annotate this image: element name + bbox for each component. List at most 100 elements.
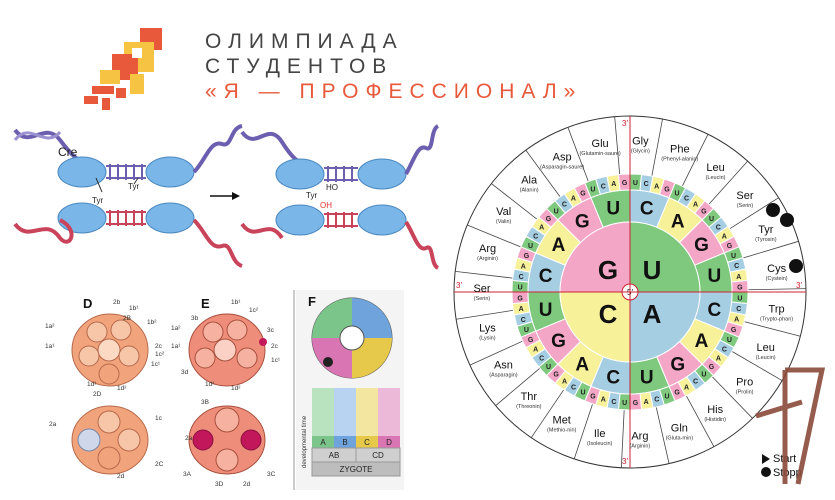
cell-label: 3d <box>181 369 189 376</box>
tyr-label-bottom: Tyr <box>306 191 317 200</box>
amino-acid-abbr: Pro <box>736 377 753 389</box>
amino-acid-abbr: Leu <box>706 162 724 174</box>
ring3-base-letter: A <box>722 233 727 240</box>
ring2-base-letter: C <box>640 199 654 220</box>
ring3-base-letter: U <box>528 243 533 250</box>
ring3-base-letter: U <box>580 389 585 396</box>
ring2-base-letter: A <box>695 331 709 352</box>
zygote-label: ZYGOTE <box>340 465 373 474</box>
ring3-base-letter: G <box>701 208 707 215</box>
ring3-base-letter: G <box>517 295 523 302</box>
cell-label: 1b² <box>147 319 157 326</box>
embryo-e-top <box>188 313 267 387</box>
ring3-base-letter: G <box>674 389 680 396</box>
amino-acid-name: (Glycin) <box>631 148 650 154</box>
prime-label: 3′ <box>622 457 628 466</box>
ring3-base-letter: C <box>644 181 649 188</box>
wheel-divider <box>731 351 783 381</box>
cell-label: 3C <box>267 471 276 478</box>
cell-label: 3c <box>267 327 275 334</box>
amino-acid-abbr: Met <box>553 414 571 426</box>
cell-label: 1b¹ <box>129 305 139 312</box>
ring2-base-letter: A <box>575 355 589 376</box>
wheel-divider <box>573 403 593 460</box>
stop-marker-icon <box>780 213 794 227</box>
wheel-divider <box>651 118 663 177</box>
wheel-divider <box>655 406 670 464</box>
amino-acid-abbr: Gly <box>632 135 649 147</box>
ring3-base-letter: G <box>524 253 530 260</box>
cell-label: 2c <box>271 343 279 350</box>
ring3-base-letter: U <box>518 285 523 292</box>
cell-label: 3B <box>201 399 209 406</box>
prime-label: 3′ <box>622 119 628 128</box>
wheel-divider <box>620 409 625 468</box>
amino-acid-abbr: Trp <box>769 303 785 315</box>
olympiad-subtitle: СТУДЕНТОВ <box>205 55 394 78</box>
ring3-base-letter: A <box>684 384 689 391</box>
arrow-right-icon <box>210 192 240 200</box>
ring3-base-letter: G <box>633 400 639 407</box>
cell-label: 1a¹ <box>45 343 55 350</box>
amino-acid-name: (Tyrosin) <box>755 237 777 243</box>
amino-acid-name: (Valin) <box>496 219 512 225</box>
amino-acid-name: (Alanin) <box>520 188 539 194</box>
ring3-base-letter: C <box>736 306 741 313</box>
ring3-base-letter: U <box>737 295 742 302</box>
prime-label: 3′ <box>796 281 802 290</box>
lineage-d: D <box>386 438 392 447</box>
ring3-base-letter: A <box>601 397 606 404</box>
ring2-base-letter: U <box>707 266 721 287</box>
inner-base-letter: A <box>643 299 662 329</box>
cell-label: 2b <box>113 299 121 306</box>
wheel-divider <box>530 389 565 438</box>
ring2-base-letter: G <box>670 355 685 376</box>
ring2-base-letter: G <box>694 235 709 256</box>
ring2-base-letter: G <box>575 211 590 232</box>
amino-acid-name: (Prolin) <box>736 390 754 396</box>
ring3-base-letter: G <box>553 372 559 379</box>
cell-label: 2D <box>93 391 102 398</box>
ring2-base-letter: U <box>606 199 620 220</box>
ring3-base-letter: C <box>716 224 721 231</box>
amino-acid-abbr: Gln <box>671 423 688 435</box>
amino-acid-name: (Threonin) <box>516 404 542 410</box>
logo <box>72 20 182 120</box>
ring3-base-letter: A <box>539 224 544 231</box>
lineage-panel-f: F developmental time A B C D AB CD ZYGOT… <box>293 290 404 490</box>
ring3-base-letter: U <box>674 191 679 198</box>
stop-marker-icon <box>789 259 803 273</box>
ring3-base-letter: G <box>737 285 743 292</box>
amino-acid-name: (Glutamin-saure) <box>579 151 620 157</box>
ring2-base-letter: A <box>552 235 566 256</box>
ring3-base-letter: U <box>665 394 670 401</box>
ring3-base-letter: U <box>633 180 638 187</box>
ring3-base-letter: C <box>519 274 524 281</box>
wheel-divider <box>742 240 799 259</box>
embryo-d-top <box>71 313 149 387</box>
ring3-base-letter: A <box>571 196 576 203</box>
stop-marker-icon <box>761 467 771 477</box>
ring3-base-letter: G <box>528 337 534 344</box>
olympiad-title: ОЛИМПИАДА <box>205 30 404 53</box>
ring3-base-letter: C <box>601 183 606 190</box>
ring3-base-letter: C <box>539 356 544 363</box>
ring2-base-letter: C <box>539 266 553 287</box>
inner-base-letter: U <box>643 255 662 285</box>
ring2-base-letter: U <box>539 300 553 321</box>
cell-label: 2d <box>243 481 251 488</box>
amino-acid-name: (Lysin) <box>479 336 495 342</box>
wheel-divider <box>685 395 715 447</box>
inner-base-letter: C <box>599 299 618 329</box>
ring3-base-letter: G <box>546 216 552 223</box>
cell-label: 1a¹ <box>171 343 181 350</box>
ring3-base-letter: G <box>664 186 670 193</box>
ring3-base-letter: U <box>590 186 595 193</box>
cell-label: 2C <box>155 461 164 468</box>
amino-acid-abbr: Asn <box>494 360 513 372</box>
amino-acid-abbr: Ala <box>521 175 538 187</box>
ring3-base-letter: A <box>533 347 538 354</box>
inner-base-letter: G <box>598 255 618 285</box>
cell-label: 2a <box>185 435 193 442</box>
